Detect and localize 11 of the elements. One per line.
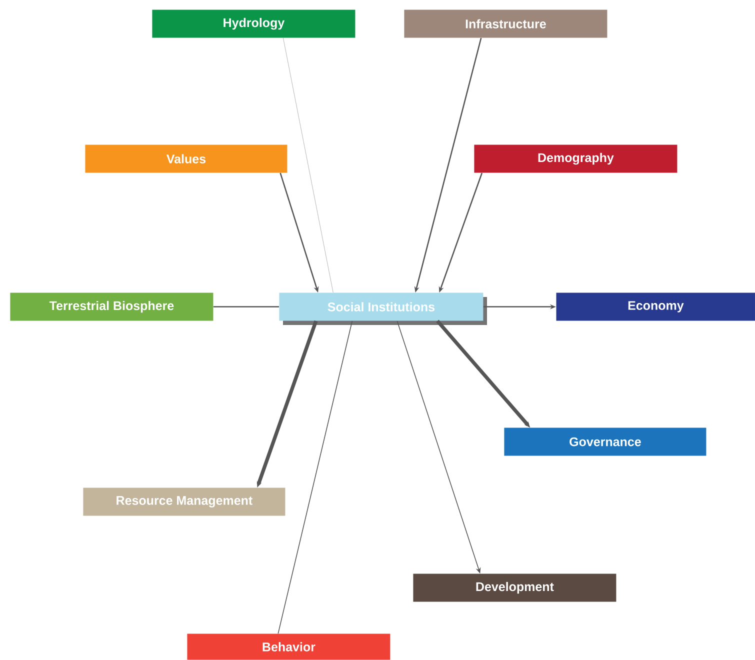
category-box: Hydrology (152, 10, 356, 38)
category-box: Economy (556, 292, 755, 321)
category-box: Resource Management (83, 488, 286, 516)
category-box: Governance (504, 428, 706, 456)
category-box: Terrestrial Biosphere (10, 292, 214, 321)
category-box: Infrastructure (404, 10, 608, 38)
category-box: Values (85, 144, 288, 173)
category-box: Development (413, 574, 616, 602)
central-box: Social Institutions (279, 292, 487, 325)
category-box: Behavior (187, 634, 390, 660)
category-box: Demography (474, 144, 678, 173)
